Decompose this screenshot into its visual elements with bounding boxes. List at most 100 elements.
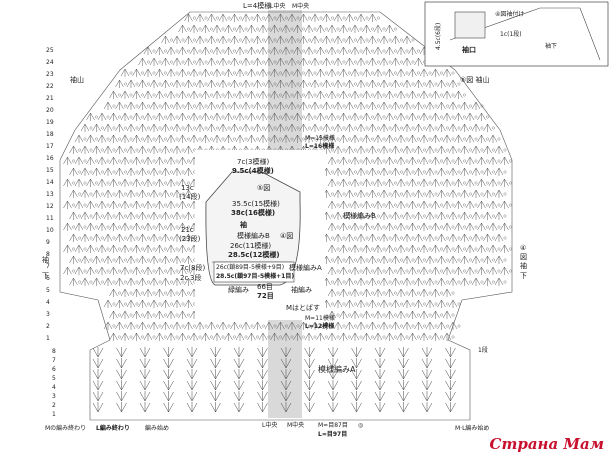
chain-mark bbox=[400, 302, 403, 306]
chain-mark bbox=[118, 225, 121, 229]
chain-mark bbox=[193, 104, 196, 108]
stitch-mark bbox=[293, 46, 302, 55]
stitch-mark bbox=[74, 200, 84, 209]
stitch-mark bbox=[138, 101, 147, 110]
stitch-mark bbox=[391, 57, 400, 66]
stitch-mark bbox=[350, 266, 360, 275]
stitch-mark bbox=[287, 35, 297, 44]
chain-mark bbox=[193, 82, 196, 86]
chain-mark bbox=[72, 159, 75, 163]
row-number: 18 bbox=[46, 131, 54, 138]
chain-mark bbox=[233, 93, 236, 97]
stitch-mark bbox=[414, 299, 423, 308]
fan-stitch-mark bbox=[421, 358, 433, 369]
stitch-mark bbox=[333, 167, 343, 176]
stitch-mark bbox=[356, 13, 366, 22]
stitch-mark bbox=[448, 145, 458, 154]
chain-mark bbox=[308, 324, 311, 328]
stitch-mark bbox=[442, 200, 452, 209]
chain-mark bbox=[135, 82, 139, 86]
chain-mark bbox=[325, 137, 328, 141]
stitch-mark bbox=[247, 134, 256, 143]
stitch-mark bbox=[172, 145, 182, 154]
stitch-mark bbox=[368, 255, 377, 264]
chain-mark bbox=[423, 236, 426, 240]
chain-mark bbox=[279, 137, 282, 141]
chain-mark bbox=[124, 324, 127, 328]
fan-stitch-mark bbox=[374, 369, 386, 380]
chain-mark bbox=[331, 104, 334, 108]
stitch-mark bbox=[115, 101, 124, 110]
stitch-mark bbox=[207, 321, 216, 330]
chain-mark bbox=[141, 71, 144, 75]
fan-stitch-mark bbox=[304, 347, 315, 358]
stitch-mark bbox=[362, 134, 371, 143]
stitch-mark bbox=[494, 255, 504, 264]
stitch-mark bbox=[63, 156, 72, 165]
stitch-mark bbox=[161, 277, 170, 286]
chain-mark bbox=[256, 49, 259, 53]
stitch-mark bbox=[442, 90, 452, 99]
stitch-mark bbox=[362, 68, 371, 77]
stitch-mark bbox=[166, 156, 176, 165]
fan-stitch-mark bbox=[280, 347, 292, 358]
chain-mark bbox=[394, 269, 397, 273]
fan-stitch-mark bbox=[398, 369, 409, 380]
stitch-mark bbox=[345, 13, 354, 22]
stitch-mark bbox=[109, 332, 118, 341]
chain-mark bbox=[440, 291, 443, 295]
stitch-mark bbox=[356, 233, 366, 242]
stitch-mark bbox=[258, 134, 268, 143]
stitch-mark bbox=[264, 79, 274, 88]
stitch-mark bbox=[281, 46, 291, 55]
stitch-mark bbox=[425, 167, 435, 176]
stitch-mark bbox=[103, 321, 113, 330]
stitch-mark bbox=[120, 68, 130, 77]
chain-mark bbox=[124, 148, 127, 152]
stitch-mark bbox=[258, 46, 268, 55]
stitch-mark bbox=[356, 211, 366, 220]
fan-stitch-mark bbox=[374, 380, 386, 391]
label-bottom-start: 編み始め bbox=[145, 424, 169, 432]
chain-mark bbox=[434, 236, 438, 240]
chain-mark bbox=[388, 126, 392, 130]
chain-mark bbox=[89, 280, 93, 284]
stitch-mark bbox=[304, 24, 314, 33]
fan-stitch-mark bbox=[139, 369, 151, 380]
chain-mark bbox=[198, 27, 202, 31]
chain-mark bbox=[509, 181, 512, 185]
fan-stitch-mark bbox=[421, 380, 433, 391]
stitch-mark bbox=[368, 233, 377, 242]
stitch-mark bbox=[477, 244, 486, 253]
stitch-mark bbox=[293, 134, 302, 143]
row-number: 19 bbox=[46, 119, 54, 126]
stitch-mark bbox=[138, 145, 147, 154]
chain-mark bbox=[296, 38, 300, 42]
chain-mark bbox=[469, 170, 472, 174]
stitch-mark bbox=[178, 332, 187, 341]
chain-mark bbox=[388, 236, 392, 240]
chain-mark bbox=[457, 148, 461, 152]
stitch-mark bbox=[86, 134, 95, 143]
stitch-mark bbox=[419, 266, 429, 275]
stitch-mark bbox=[172, 35, 182, 44]
chain-mark bbox=[129, 137, 133, 141]
chain-mark bbox=[428, 335, 432, 339]
stitch-mark bbox=[299, 123, 308, 132]
chain-mark bbox=[394, 313, 397, 317]
stitch-mark bbox=[465, 222, 475, 231]
chain-mark bbox=[371, 203, 374, 207]
stitch-mark bbox=[178, 134, 187, 143]
chain-mark bbox=[124, 258, 127, 262]
stitch-mark bbox=[471, 189, 481, 198]
stitch-mark bbox=[488, 266, 498, 275]
chain-mark bbox=[256, 137, 259, 141]
stitch-mark bbox=[155, 178, 164, 187]
stitch-mark bbox=[494, 211, 504, 220]
stitch-mark bbox=[149, 189, 159, 198]
stitch-mark bbox=[339, 134, 348, 143]
stitch-mark bbox=[316, 134, 325, 143]
chain-mark bbox=[129, 291, 133, 295]
chain-mark bbox=[382, 115, 386, 119]
stitch-mark bbox=[92, 189, 101, 198]
